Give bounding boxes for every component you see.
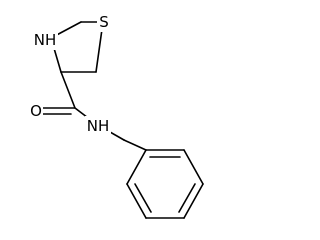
benzene-bond-2 bbox=[183, 149, 204, 185]
amide-nitrogen-label: NH bbox=[87, 117, 110, 135]
atom-sulfur: S bbox=[97, 12, 110, 32]
benzene-bond-3 bbox=[183, 183, 204, 219]
benzene-bond-6 bbox=[126, 149, 147, 185]
sulfur-label: S bbox=[99, 13, 109, 31]
benzene-double-3 bbox=[134, 183, 152, 213]
benzene-bond-5 bbox=[126, 183, 147, 219]
atom-oxygen: O bbox=[28, 101, 43, 121]
atom-ring-nitrogen: NH bbox=[32, 30, 58, 50]
bond-ch2-ring bbox=[123, 139, 147, 151]
oxygen-label: O bbox=[30, 102, 42, 120]
bond-c4-carbonyl bbox=[60, 71, 76, 109]
atom-amide-nitrogen: NH bbox=[85, 116, 111, 136]
benzene-double-2 bbox=[178, 183, 196, 213]
ring-nitrogen-label: NH bbox=[34, 31, 57, 49]
molecule-structure: S NH O NH bbox=[28, 12, 204, 219]
